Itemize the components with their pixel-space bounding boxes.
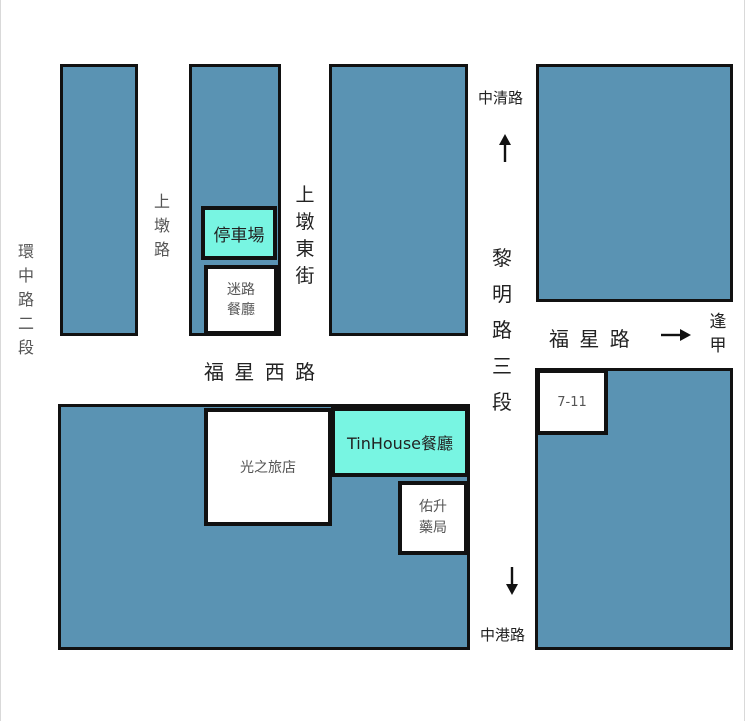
street-liming-char: 黎 [492, 246, 512, 270]
street-huanzhong-char: 中 [17, 266, 34, 285]
street-fengjia-char: 逢 [709, 312, 727, 332]
tinhouse-restaurant[interactable]: TinHouse餐廳 [331, 407, 469, 477]
arrow-right-icon [661, 329, 691, 341]
street-huanzhong: 環 中 路 二 段 [14, 240, 38, 360]
street-shangdun-east-char: 街 [295, 265, 315, 287]
pharmacy-label-1: 佑升 [419, 499, 447, 515]
maze-restaurant[interactable]: 迷路 餐廳 [204, 265, 278, 335]
street-fengjia-char: 甲 [709, 336, 727, 356]
street-shangdun-char: 上 [153, 192, 170, 211]
block-north-center-right [329, 64, 468, 336]
street-huanzhong-char: 二 [17, 314, 34, 333]
arrow-up-icon [499, 134, 511, 162]
pharmacy[interactable]: 佑升 藥局 [398, 481, 468, 555]
block-northwest [60, 64, 138, 336]
street-fuxing: 福 星 路 [549, 327, 632, 351]
arrow-down-icon [506, 567, 518, 595]
street-shangdun-char: 墩 [153, 216, 170, 235]
street-liming-char: 明 [492, 282, 512, 306]
tinhouse-restaurant-label: TinHouse餐廳 [346, 434, 453, 453]
street-liming: 黎 明 路 三 段 [489, 240, 515, 420]
parking-lot-label: 停車場 [213, 225, 265, 246]
light-hostel-label: 光之旅店 [240, 460, 296, 476]
street-huanzhong-char: 路 [17, 290, 34, 309]
street-shangdun-east-char: 上 [295, 184, 315, 206]
street-liming-char: 三 [492, 354, 512, 378]
block-northeast [536, 64, 733, 302]
street-shangdun-east: 上 墩 東 街 [292, 182, 318, 290]
maze-restaurant-label-1: 迷路 [227, 282, 255, 298]
pharmacy-label-2: 藥局 [419, 520, 447, 536]
light-hostel[interactable]: 光之旅店 [204, 408, 332, 526]
parking-lot[interactable]: 停車場 [201, 206, 277, 260]
street-huanzhong-char: 段 [17, 338, 34, 357]
street-fengjia: 逢 甲 [706, 310, 730, 358]
maze-restaurant-label-2: 餐廳 [227, 302, 255, 318]
street-zhonggang: 中港路 [480, 626, 526, 644]
block-southeast [535, 368, 733, 650]
street-shangdun-char: 路 [153, 240, 170, 259]
street-shangdun-east-char: 東 [295, 238, 315, 260]
street-shangdun-east-char: 墩 [295, 211, 315, 233]
street-fuxing-west: 福 星 西 路 [204, 360, 318, 384]
seven-eleven[interactable]: 7-11 [536, 369, 608, 435]
street-zhongqing: 中清路 [478, 89, 524, 107]
street-liming-char: 段 [492, 390, 512, 414]
street-liming-char: 路 [492, 318, 512, 342]
street-shangdun: 上 墩 路 [150, 190, 174, 262]
street-huanzhong-char: 環 [17, 242, 34, 261]
seven-eleven-label: 7-11 [557, 394, 587, 410]
